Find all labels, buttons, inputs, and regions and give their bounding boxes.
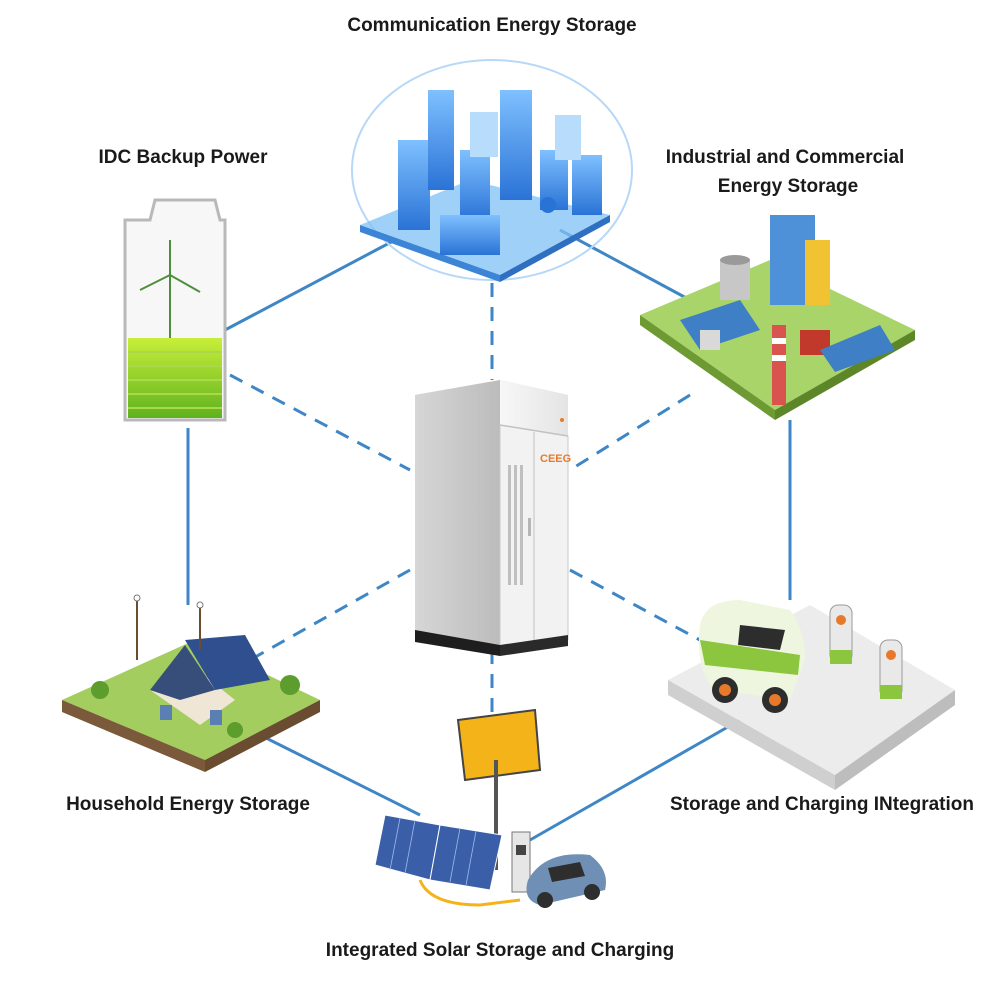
household-label: Household Energy Storage <box>66 794 310 815</box>
center-spokes <box>229 283 701 720</box>
smart-city-icon <box>351 59 633 282</box>
link-idc-comm <box>224 238 396 332</box>
spoke-charging <box>569 568 701 642</box>
outer-links <box>186 228 792 842</box>
charging-label: Storage and Charging INtegration <box>670 794 974 815</box>
link-solar-household <box>259 733 421 817</box>
spoke-idc <box>229 373 411 472</box>
spoke-industrial <box>569 393 691 472</box>
industrial-label-line1: Industrial and Commercial <box>666 147 905 168</box>
link-comm-industrial <box>559 228 691 302</box>
wind-turbine-icon <box>139 240 201 338</box>
communication-label: Communication Energy Storage <box>347 15 636 36</box>
spoke-household <box>249 568 411 662</box>
cabinet-vents <box>508 465 523 585</box>
battery-icon <box>123 198 227 422</box>
ev-charging-station-icon <box>668 600 955 790</box>
solar-carport-icon <box>374 708 606 908</box>
idc-label: IDC Backup Power <box>99 147 269 168</box>
solar-label: Integrated Solar Storage and Charging <box>326 940 674 961</box>
solar-house-icon <box>62 594 320 772</box>
cabinet-brand-logo: CEEG <box>540 453 571 465</box>
link-charging-solar <box>529 718 741 842</box>
energy-storage-cabinet-icon <box>415 380 569 656</box>
industrial-plant-icon <box>640 215 915 420</box>
industrial-label-line2: Energy Storage <box>718 176 858 197</box>
